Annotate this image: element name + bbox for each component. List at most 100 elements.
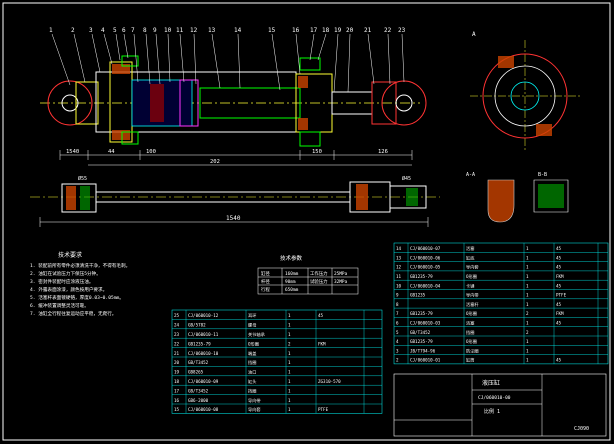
bom-right-cell: 9 xyxy=(396,293,399,298)
bom-right-cell: CJ/060010-05 xyxy=(410,265,441,270)
bom-right-cell: 1 xyxy=(526,339,529,344)
callout-11: 11 xyxy=(176,27,184,34)
bom-right-cell: 2 xyxy=(396,358,399,363)
callout-7: 7 xyxy=(131,27,135,34)
bom-right-cell: FKM xyxy=(556,274,564,279)
bom-left-cell: 24 xyxy=(174,323,180,328)
bom-left-cell: GB6-2000 xyxy=(188,398,209,403)
bom-right-cell: 11 xyxy=(396,274,402,279)
section-label-bb: B-B xyxy=(538,172,547,178)
bom-right-cell: 7 xyxy=(396,311,399,316)
bom-right-cell: 1 xyxy=(526,348,529,353)
callout-4: 4 xyxy=(101,27,105,34)
bom-right-cell: 1 xyxy=(526,274,529,279)
bom-left-cell: GB/T3452 xyxy=(188,388,209,393)
spec-r1-c2: 试验压力 xyxy=(310,278,328,285)
note-line-2: 2. 油缸在试验压力下保压5分钟。 xyxy=(30,270,101,277)
bom-left-cell: CJ/060010-12 xyxy=(188,313,219,318)
bom-left-cell: 23 xyxy=(174,332,180,337)
callout-12: 12 xyxy=(190,27,198,34)
bom-left-cell: 1 xyxy=(288,323,291,328)
callout-15: 15 xyxy=(268,27,276,34)
title-corner: CJ090 xyxy=(574,426,589,432)
section-view-circle: A xyxy=(470,31,580,150)
section-label-a: A xyxy=(472,31,476,38)
bom-left-cell: 22 xyxy=(174,341,180,346)
bom-right-cell: 12 xyxy=(396,265,402,270)
bom-left-cell: PTFE xyxy=(318,407,329,412)
bom-left-cell: 1 xyxy=(288,388,291,393)
bom-right-cell: 1 xyxy=(526,302,529,307)
bom-left-cell: 45 xyxy=(318,313,324,318)
bom-left-cell: 端盖 xyxy=(248,350,256,357)
bom-left-border xyxy=(171,309,383,414)
bom-right-cell: 缸筒 xyxy=(466,357,474,364)
bom-right-cell: 45 xyxy=(556,358,562,363)
bom-left-cell: 1 xyxy=(288,379,291,384)
dim-100: 100 xyxy=(146,149,156,155)
bom-right-cell: 1 xyxy=(526,293,529,298)
bom-left-cell: 关节轴承 xyxy=(248,331,266,338)
bom-left-cell: 1 xyxy=(288,351,291,356)
bom-left-cell: GB/5782 xyxy=(188,323,206,328)
dim-150: 150 xyxy=(312,149,322,155)
bom-right-cell: 导向套 xyxy=(466,264,479,271)
bom-left-cell: 18 xyxy=(174,379,180,384)
bom-left-cell: 1 xyxy=(288,332,291,337)
note-line-3: 3. 密封件装配时应涂液压油。 xyxy=(30,278,93,285)
title-name: 液压缸 xyxy=(482,379,500,387)
bom-left-cell: 21 xyxy=(174,351,180,356)
bom-left-cell: 挡圈 xyxy=(248,359,256,366)
dim-126: 126 xyxy=(378,149,388,155)
bom-right-cell: 2 xyxy=(526,311,529,316)
bom-left-cell: 缸头 xyxy=(248,378,256,385)
bom-left-cell: ZG310-570 xyxy=(318,379,341,384)
callout-2: 2 xyxy=(71,27,75,34)
bom-right-cell: 13 xyxy=(396,255,402,260)
bom-right-cell: 1 xyxy=(526,358,529,363)
bom-left-cell: CJ/060010-09 xyxy=(188,379,219,384)
section-detail-shapes: A-A B-B xyxy=(466,172,569,223)
bom-right-cell: 45 xyxy=(556,283,562,288)
bom-left-cell: GB/T3452 xyxy=(188,360,209,365)
bom-left-cell: 15 xyxy=(174,407,180,412)
dim-1540-a: 1540 xyxy=(66,149,79,155)
bom-right-border xyxy=(393,242,609,365)
bom-left-cell: GB8265 xyxy=(188,370,204,375)
callout-9: 9 xyxy=(153,27,157,34)
bom-right-cell: 活塞 xyxy=(466,320,475,327)
spec-title: 技术参数 xyxy=(280,254,303,262)
callout-20: 20 xyxy=(346,27,354,34)
bom-left-cell: 17 xyxy=(174,388,180,393)
bom-left-cell: 2 xyxy=(288,341,291,346)
bom-right-cell: 2 xyxy=(526,330,529,335)
bom-right-cell: 导向带 xyxy=(466,292,479,299)
bom-left-cell: 油口 xyxy=(248,369,256,376)
bom-right-cell: 缸底 xyxy=(466,254,474,261)
bom-left-cell: GB1235-79 xyxy=(188,341,211,346)
callout-23: 23 xyxy=(398,27,406,34)
note-line-6: 6. 缓冲装置调整灵活可靠。 xyxy=(30,302,89,309)
spec-r1-c0: 杆径 xyxy=(261,278,270,285)
bom-left-cell: 25 xyxy=(174,313,180,318)
bom-left-cell: 导向带 xyxy=(248,397,261,404)
bom-right-cell: 45 xyxy=(556,255,562,260)
bom-right-cell: 1 xyxy=(526,265,529,270)
callout-6: 6 xyxy=(122,27,126,34)
bom-left-cell: 19 xyxy=(174,370,180,375)
bom-left-cell: 20 xyxy=(174,360,180,365)
bom-right-cell: FKM xyxy=(556,311,564,316)
title-code: CJ/060010-00 xyxy=(478,395,511,401)
bom-right-cell: 4 xyxy=(396,339,399,344)
bom-right-cell: GB1235-79 xyxy=(410,339,433,344)
bom-right-cell: CJ/060010-03 xyxy=(410,321,441,326)
bom-left-cell: O形圈 xyxy=(248,340,259,347)
bom-left-cell: 1 xyxy=(288,313,291,318)
spec-r0-c1: 160mm xyxy=(285,271,299,277)
dim-rod-dia-right: Ø45 xyxy=(402,175,411,182)
bom-left-cell: 1 xyxy=(288,370,291,375)
note-line-5: 5. 活塞杆表面镀硬铬，厚度0.03~0.05mm。 xyxy=(30,294,124,301)
